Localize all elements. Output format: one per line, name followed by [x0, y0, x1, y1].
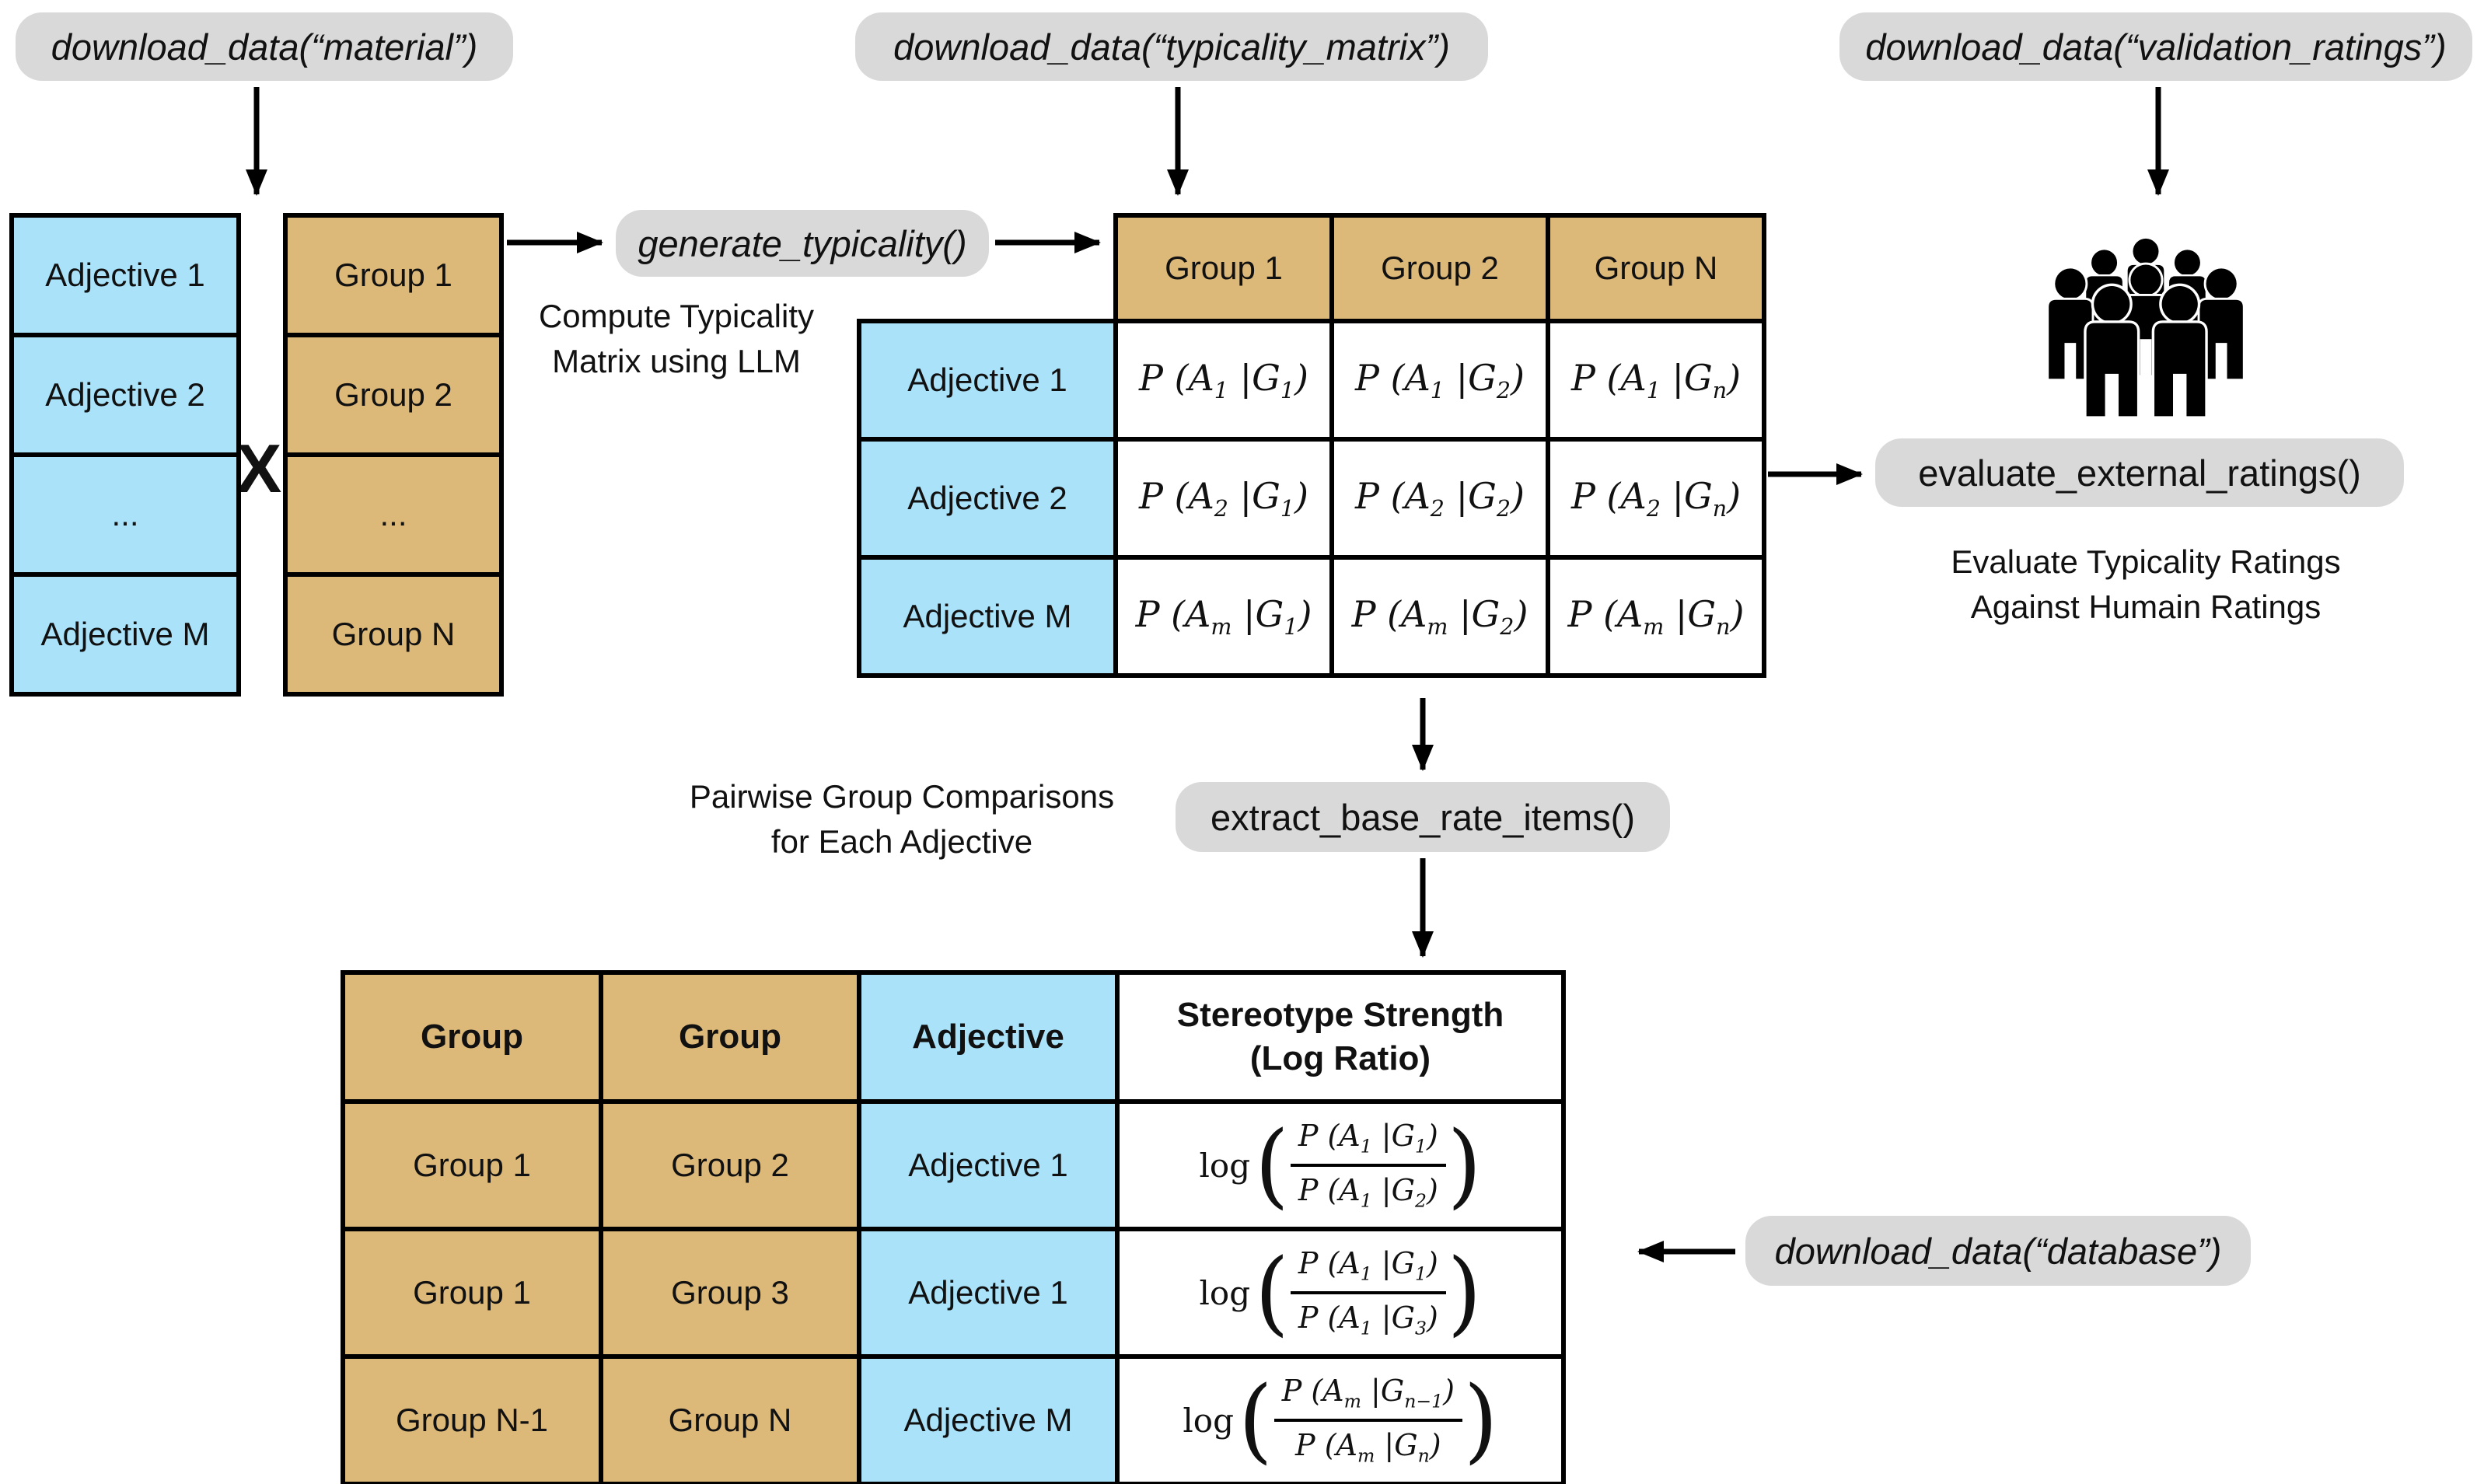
stereotype-strength-header: Stereotype Strength (Log Ratio) — [1115, 970, 1566, 1104]
log-ratio-cell: log ( P (Am |Gn−1) P (Am |Gn) ) — [1115, 1354, 1566, 1484]
adjective-cell: Adjective 1 — [9, 213, 241, 337]
group-a-cell: Group 1 — [341, 1099, 603, 1231]
log-label: log — [1199, 1146, 1251, 1185]
adjective-list-table: Adjective 1 Adjective 2 ... Adjective M — [9, 213, 241, 697]
matrix-corner-cell — [859, 215, 1116, 321]
matrix-prob-cell: P (A2 |G2) — [1329, 437, 1550, 560]
matrix-col-header: Group N — [1546, 213, 1766, 323]
matrix-prob-cell: P (A2 |G1) — [1113, 437, 1334, 560]
group-cell: ... — [283, 452, 504, 577]
matrix-col-header: Group 1 — [1113, 213, 1334, 323]
ratio-numerator: P (Am |Gn−1) — [1273, 1372, 1462, 1422]
table-row: Group N-1 Group N Adjective M log ( P (A… — [341, 1354, 1566, 1484]
matrix-prob-cell: P (Am |Gn) — [1546, 555, 1766, 678]
adjective-header: Adjective — [857, 970, 1120, 1104]
log-ratio-cell: log ( P (A1 |G1) P (A1 |G3) ) — [1115, 1227, 1566, 1359]
left-paren: ( — [1238, 1367, 1273, 1474]
adjective-cell: Adjective M — [857, 1354, 1120, 1484]
evaluate-ratings-note: Evaluate Typicality Ratings Against Huma… — [1881, 539, 2410, 630]
stereotype-strength-table: Group Group Adjective Stereotype Strengt… — [341, 970, 1566, 1484]
group-cell: Group 1 — [283, 213, 504, 337]
matrix-row: Adjective M P (Am |G1) P (Am |G2) P (Am … — [857, 555, 1766, 678]
matrix-row-header: Adjective 1 — [857, 319, 1118, 442]
adjective-cell: Adjective 1 — [857, 1227, 1120, 1359]
download-material-pill: download_data(“material”) — [16, 12, 513, 81]
log-label: log — [1183, 1401, 1234, 1440]
table-header-row: Group Group Adjective Stereotype Strengt… — [341, 970, 1566, 1104]
download-database-pill: download_data(“database”) — [1745, 1216, 2251, 1286]
matrix-prob-cell: P (A1 |Gn) — [1546, 319, 1766, 442]
log-label: log — [1199, 1273, 1251, 1312]
compute-typicality-note: Compute Typicality Matrix using LLM — [482, 294, 871, 384]
matrix-row-header: Adjective 2 — [857, 437, 1118, 560]
table-row: Adjective 2 — [9, 333, 241, 457]
adjective-cell: ... — [9, 452, 241, 577]
note-line: Against Humain Ratings — [1970, 588, 2322, 625]
note-line: Pairwise Group Comparisons — [689, 778, 1115, 815]
table-row: ... — [9, 452, 241, 577]
adjective-cell: Adjective 1 — [857, 1099, 1120, 1231]
group-a-cell: Group 1 — [341, 1227, 603, 1359]
download-validation-ratings-pill: download_data(“validation_ratings”) — [1839, 12, 2472, 81]
pairwise-comparisons-note: Pairwise Group Comparisons for Each Adje… — [669, 774, 1135, 864]
note-line: Evaluate Typicality Ratings — [1951, 543, 2341, 580]
matrix-row: Adjective 1 P (A1 |G1) P (A1 |G2) P (A1 … — [857, 319, 1766, 442]
note-line: Compute Typicality — [538, 298, 815, 334]
log-ratio-cell: log ( P (A1 |G1) P (A1 |G2) ) — [1115, 1099, 1566, 1231]
ratio-denominator: P (A1 |G3) — [1298, 1301, 1438, 1339]
matrix-prob-cell: P (Am |G1) — [1113, 555, 1334, 678]
note-line: for Each Adjective — [770, 823, 1033, 860]
group-b-header: Group — [599, 970, 861, 1104]
matrix-header-row: Group 1 Group 2 Group N — [859, 213, 1766, 323]
group-b-cell: Group 2 — [599, 1099, 861, 1231]
group-b-cell: Group N — [599, 1354, 861, 1484]
group-cell: Group N — [283, 572, 504, 697]
matrix-row-header: Adjective M — [857, 555, 1118, 678]
left-paren: ( — [1255, 1112, 1289, 1219]
download-typicality-matrix-pill: download_data(“typicality_matrix”) — [855, 12, 1488, 81]
cross-product-symbol: X — [236, 430, 282, 507]
ratio-denominator: P (Am |Gn) — [1295, 1428, 1441, 1467]
table-row: ... — [283, 452, 504, 577]
left-paren: ( — [1255, 1239, 1289, 1346]
right-paren: ) — [1447, 1112, 1482, 1219]
group-a-cell: Group N-1 — [341, 1354, 603, 1484]
ratio-denominator: P (A1 |G2) — [1298, 1173, 1438, 1212]
people-crowd-icon — [2029, 208, 2262, 420]
adjective-cell: Adjective 2 — [9, 333, 241, 457]
matrix-prob-cell: P (Am |G2) — [1329, 555, 1550, 678]
typicality-matrix-table: Group 1 Group 2 Group N Adjective 1 P (A… — [857, 213, 1766, 678]
matrix-row: Adjective 2 P (A2 |G1) P (A2 |G2) P (A2 … — [857, 437, 1766, 560]
generate-typicality-pill: generate_typicality() — [616, 210, 989, 277]
ratio-numerator: P (A1 |G1) — [1290, 1245, 1446, 1294]
group-list-table: Group 1 Group 2 ... Group N — [283, 213, 504, 697]
right-paren: ) — [1447, 1239, 1482, 1346]
header-line: (Log Ratio) — [1249, 1039, 1431, 1077]
adjective-cell: Adjective M — [9, 572, 241, 697]
group-cell: Group 2 — [283, 333, 504, 457]
evaluate-external-ratings-pill: evaluate_external_ratings() — [1875, 438, 2404, 507]
matrix-prob-cell: P (A2 |Gn) — [1546, 437, 1766, 560]
matrix-prob-cell: P (A1 |G1) — [1113, 319, 1334, 442]
header-line: Stereotype Strength — [1176, 996, 1504, 1034]
group-b-cell: Group 3 — [599, 1227, 861, 1359]
matrix-col-header: Group 2 — [1329, 213, 1550, 323]
table-row: Group N — [283, 572, 504, 697]
table-row: Group 1 Group 3 Adjective 1 log ( P (A1 … — [341, 1227, 1566, 1359]
right-paren: ) — [1463, 1367, 1498, 1474]
extract-base-rate-items-pill: extract_base_rate_items() — [1176, 782, 1670, 852]
note-line: Matrix using LLM — [552, 343, 801, 379]
table-row: Group 2 — [283, 333, 504, 457]
table-row: Group 1 Group 2 Adjective 1 log ( P (A1 … — [341, 1099, 1566, 1231]
ratio-numerator: P (A1 |G1) — [1290, 1117, 1446, 1167]
table-row: Group 1 — [283, 213, 504, 337]
matrix-prob-cell: P (A1 |G2) — [1329, 319, 1550, 442]
table-row: Adjective M — [9, 572, 241, 697]
table-row: Adjective 1 — [9, 213, 241, 337]
group-a-header: Group — [341, 970, 603, 1104]
